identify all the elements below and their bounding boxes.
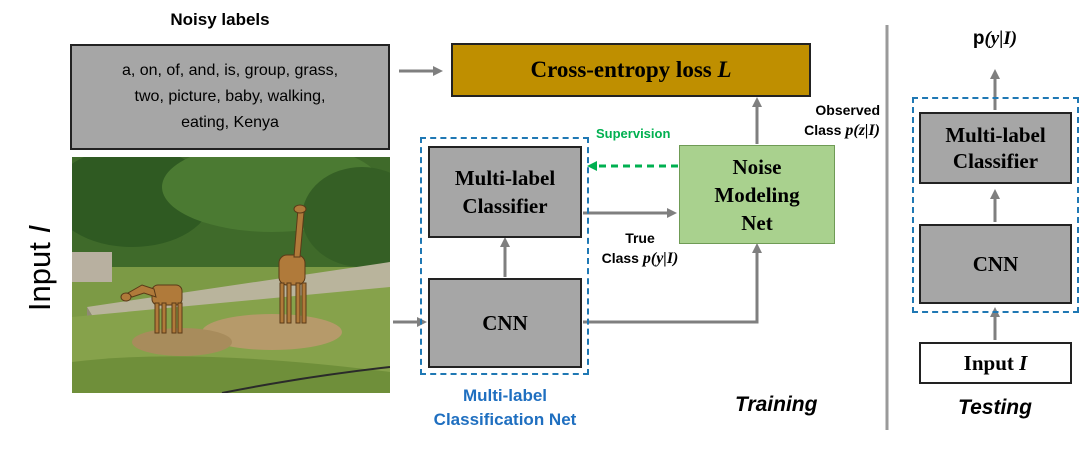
test-input-prefix: Input [963, 350, 1020, 375]
classifier-line2: Classifier [462, 194, 548, 218]
test-output-expr: (y|I) [984, 28, 1018, 49]
input-label: Input I [20, 188, 60, 348]
input-label-var: I [22, 224, 57, 234]
classification-net-group [420, 137, 589, 375]
loss-var: L [717, 57, 732, 82]
noise-line2: Modeling [714, 182, 800, 207]
noisy-labels-title: Noisy labels [170, 10, 270, 29]
test-classifier-line2: Classifier [952, 149, 1039, 173]
test-output-prefix: p [972, 28, 985, 49]
training-label: Training [735, 393, 818, 416]
noisy-labels-line: eating, Kenya [181, 114, 279, 131]
true-prefix: Class [601, 250, 643, 266]
testing-label: Testing [958, 396, 1032, 419]
test-classifier-box: Multi-label Classifier [919, 112, 1072, 184]
cross-entropy-loss-box: Cross-entropy loss L [451, 43, 811, 97]
loss-text: Cross-entropy loss [530, 57, 718, 82]
group-caption: Multi-label Classification Net [405, 384, 605, 432]
test-classification-net-group [912, 97, 1079, 313]
group-caption-line1: Multi-label [462, 386, 548, 405]
test-cnn-box: CNN [919, 224, 1072, 304]
observed-expr: p(z|I) [845, 122, 880, 139]
classifier-box: Multi-label Classifier [428, 146, 582, 238]
test-output-label: p(y|I) [945, 28, 1045, 50]
input-label-prefix: Input [22, 233, 57, 312]
classifier-line1: Multi-label [454, 166, 556, 190]
giraffe-tall [278, 204, 307, 324]
true-class-label: True Class p(y|I) [580, 228, 700, 269]
cnn-box: CNN [428, 278, 582, 368]
noise-line1: Noise [732, 154, 782, 179]
input-photo [72, 157, 390, 393]
test-input-box: Input I [919, 342, 1072, 384]
giraffe-bending [120, 284, 183, 334]
arrow-cnn-to-noise [583, 243, 762, 324]
true-expr: p(y|I) [642, 250, 679, 267]
observed-class-label: Observed Class p(z|I) [760, 100, 880, 141]
supervision-label: Supervision [596, 126, 671, 141]
observed-line1: Observed [815, 102, 880, 118]
test-classifier-line1: Multi-label [945, 123, 1046, 147]
test-input-var: I [1019, 350, 1028, 375]
noise-line3: Net [741, 210, 773, 235]
true-line1: True [625, 230, 655, 246]
noisy-labels-line: a, on, of, and, is, group, grass, [121, 62, 339, 79]
noisy-labels-line: two, picture, baby, walking, [134, 88, 326, 105]
noisy-labels-box: a, on, of, and, is, group, grass, two, p… [70, 44, 390, 150]
noise-modeling-net-box: Noise Modeling Net [679, 145, 835, 244]
observed-prefix: Class [804, 122, 846, 138]
group-caption-line2: Classification Net [433, 410, 577, 429]
